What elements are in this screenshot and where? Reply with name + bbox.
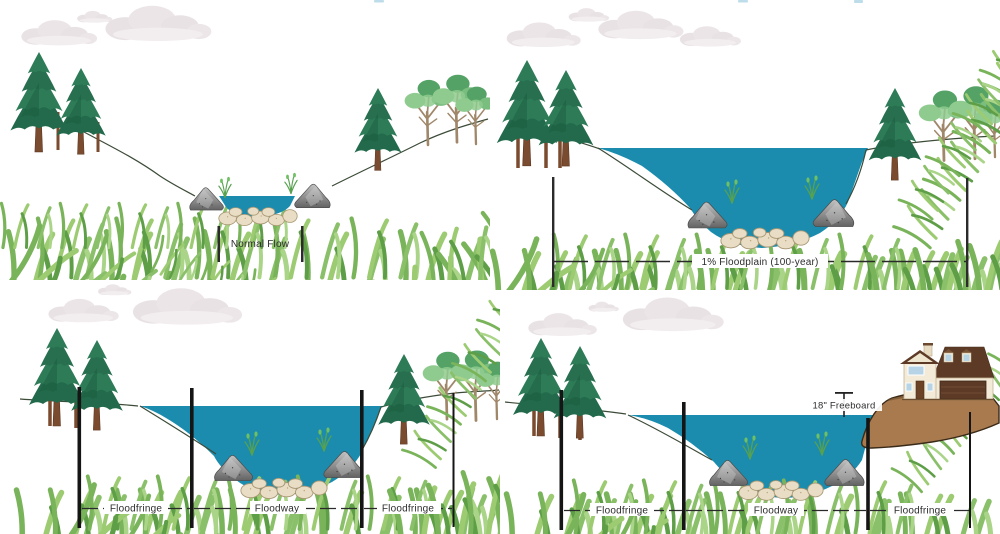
zone-line-3: [360, 390, 364, 528]
zone-line-2: [190, 388, 194, 528]
zone-measurement: Floodfringe Floodway Floodfringe: [77, 387, 455, 528]
panel-floodway-developed: 18" Freeboard Floodfringe Floodway Flood…: [504, 280, 1000, 534]
clouds: [21, 5, 212, 46]
measurement-bar-right: [301, 226, 304, 262]
sprig: [218, 176, 232, 199]
floodway-label: Floodway: [255, 504, 299, 515]
panel-normal-flow: Normal Flow: [0, 0, 490, 280]
trees-right: [354, 73, 490, 171]
zone-line-1: [559, 390, 564, 530]
water-body: [140, 406, 382, 495]
rock: [189, 187, 224, 211]
front-door: [915, 380, 925, 400]
house: [900, 343, 995, 401]
measurement-bar-right: [966, 178, 969, 287]
clouds: [528, 297, 724, 336]
floodfringe-right-label: Floodfringe: [894, 506, 946, 517]
pine-tree: [496, 59, 558, 167]
freeboard-annotation: 18" Freeboard: [808, 392, 882, 417]
zone-line-4: [969, 412, 971, 528]
measurement-bar-left: [552, 177, 555, 287]
cropped-artifact: [854, 0, 863, 3]
side-window: [926, 382, 934, 392]
pine-tree: [354, 87, 402, 171]
chimney-cap: [923, 343, 933, 346]
zone-line-3: [866, 418, 870, 530]
water-body: [628, 415, 877, 498]
zone-line-1: [77, 387, 82, 528]
trees-right: [868, 84, 1000, 181]
zone-line-4: [452, 393, 455, 527]
gable-face: [907, 353, 933, 362]
clouds: [48, 284, 243, 325]
upper-window: [907, 365, 925, 376]
floodfringe-right-label: Floodfringe: [382, 504, 434, 515]
normal-flow-label: Normal Flow: [231, 239, 290, 250]
floodfringe-left-label: Floodfringe: [596, 506, 648, 517]
dormer-window: [961, 349, 972, 363]
measurement-bar-left: [217, 226, 220, 262]
dormer-window: [943, 349, 954, 363]
normal-flow-measurement: Normal Flow: [217, 226, 304, 262]
freeboard-tick-cap: [835, 392, 853, 394]
clouds: [506, 8, 741, 47]
zone-measurement: Floodfringe Floodway Floodfringe: [559, 390, 971, 530]
sprig: [284, 172, 298, 195]
cropped-artifact: [374, 0, 384, 3]
cropped-artifact: [738, 0, 748, 3]
floodplain-measurement: 1% Floodplain (100-year): [552, 177, 969, 287]
side-window: [905, 382, 913, 392]
floodway-label: Floodway: [754, 506, 798, 517]
panel-floodplain-100yr: 1% Floodplain (100-year): [490, 0, 1000, 290]
pine-tree: [377, 353, 431, 445]
garage-door: [939, 380, 987, 400]
panel-floodway-vegetated: Floodfringe Floodway Floodfringe: [0, 280, 500, 534]
floodplain-label: 1% Floodplain (100-year): [701, 257, 818, 268]
garage-door-panels: [941, 386, 985, 394]
floodfringe-left-label: Floodfringe: [110, 504, 162, 515]
zone-line-2: [682, 402, 686, 530]
freeboard-label: 18" Freeboard: [812, 401, 875, 412]
left-bank-slope-line: [83, 118, 489, 197]
pine-tree: [868, 87, 922, 181]
rock: [294, 183, 331, 209]
